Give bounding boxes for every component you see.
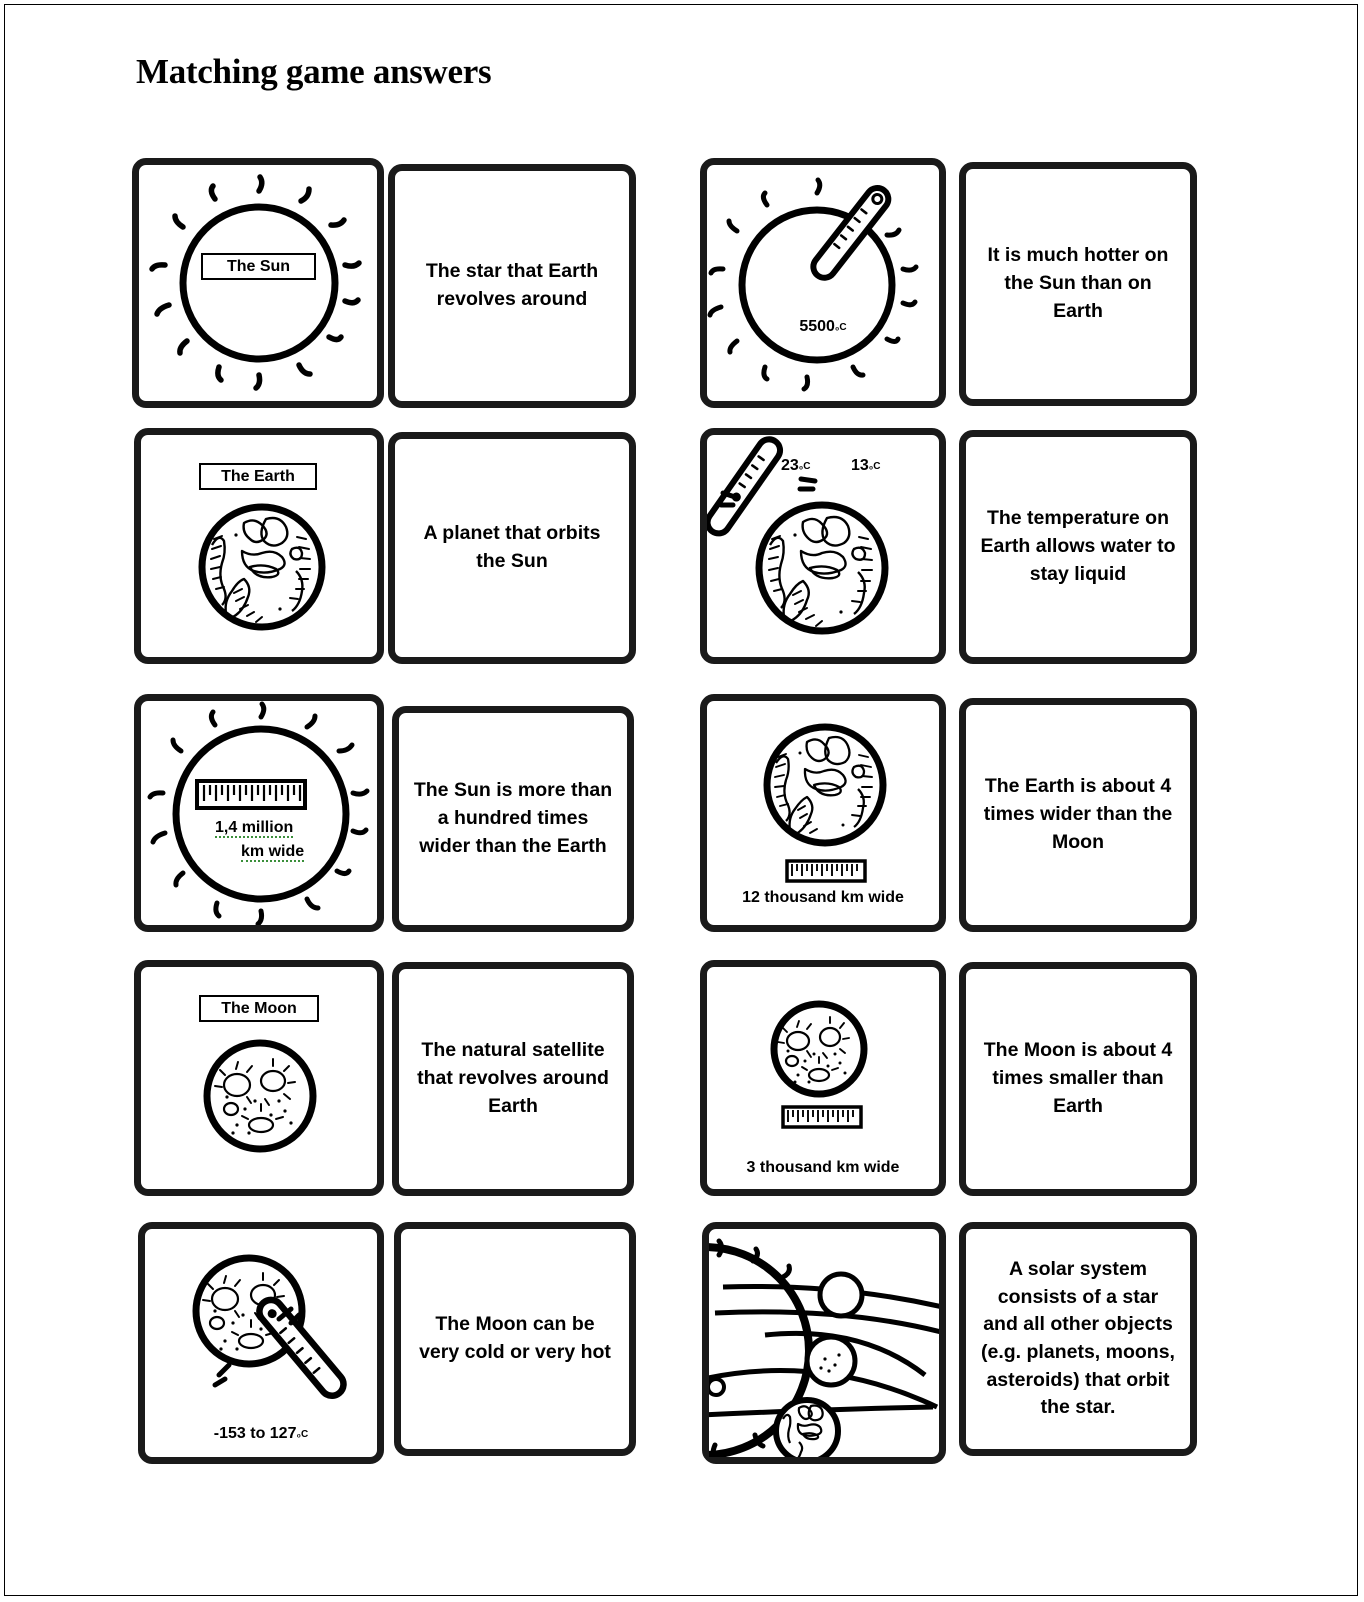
moon-temperature-fact-text: The Moon can be very cold or very hot [419, 1313, 611, 1363]
moon-label: The Moon [221, 999, 297, 1017]
moon-temperature-caption: -153 to 127₀C [145, 1425, 377, 1443]
moon-temperature-unit: ₀C [296, 1429, 309, 1440]
moon-temperature-value: -153 to 127 [213, 1425, 297, 1442]
card-sun-size-picture[interactable]: 1,4 million km wide [134, 694, 384, 932]
sun-size-fact-text: The Sun is more than a hundred times wid… [413, 779, 613, 857]
earth-size-value: 12 thousand km wide [742, 889, 904, 906]
sun-icon [149, 174, 362, 391]
card-sun-definition[interactable]: The star that Earth revolves around [388, 164, 636, 408]
page-title: Matching game answers [136, 52, 492, 91]
card-moon-definition[interactable]: The natural satellite that revolves arou… [392, 962, 634, 1196]
solar-system-icon [709, 1238, 939, 1457]
moon-label-plate: The Moon [199, 995, 319, 1022]
card-moon-temperature-picture[interactable]: -153 to 127₀C [138, 1222, 384, 1464]
earth-with-ruler-icon [763, 723, 887, 883]
earth-temperature-caption-left: 23₀C [781, 457, 811, 475]
card-earth-picture[interactable]: The Earth [134, 428, 384, 664]
sun-temperature-fact-text: It is much hotter on the Sun than on Ear… [987, 244, 1169, 322]
sun-size-caption-line2: km wide [241, 843, 305, 862]
earth-temperature-fact-text: The temperature on Earth allows water to… [980, 507, 1176, 585]
card-moon-picture[interactable]: The Moon [134, 960, 384, 1196]
moon-icon [203, 1039, 317, 1153]
earth-temperature-low-unit: ₀C [798, 461, 811, 472]
card-earth-temperature-fact[interactable]: The temperature on Earth allows water to… [959, 430, 1197, 664]
sun-label: The Sun [226, 257, 291, 275]
card-sun-picture[interactable]: The Sun [132, 158, 384, 408]
moon-with-thermometer-icon [192, 1254, 347, 1399]
earth-label-plate: The Earth [199, 463, 317, 490]
sun-temperature-caption: 5500₀C [707, 318, 939, 336]
earth-globe-icon [198, 503, 326, 631]
page-border [4, 4, 1358, 1596]
sun-definition-text: The star that Earth revolves around [425, 260, 599, 310]
earth-temperature-high-value: 13 [851, 457, 869, 474]
earth-with-thermometer-icon [707, 436, 889, 635]
card-earth-definition[interactable]: A planet that orbits the Sun [388, 432, 636, 664]
sun-with-thermometer-icon [707, 177, 919, 392]
card-sun-temperature-picture[interactable]: 5500₀C [700, 158, 946, 408]
sun-label-plate: The Sun [201, 253, 316, 280]
moon-definition-text: The natural satellite that revolves arou… [417, 1039, 609, 1117]
earth-temperature-high-unit: ₀C [868, 461, 881, 472]
earth-size-fact-text: The Earth is about 4 times wider than th… [983, 775, 1173, 853]
card-earth-size-fact[interactable]: The Earth is about 4 times wider than th… [959, 698, 1197, 932]
earth-definition-text: A planet that orbits the Sun [423, 522, 601, 572]
sun-temperature-value: 5500 [799, 318, 835, 335]
moon-size-value: 3 thousand km wide [746, 1159, 900, 1176]
moon-size-fact-text: The Moon is about 4 times smaller than E… [983, 1039, 1173, 1117]
card-sun-temperature-fact[interactable]: It is much hotter on the Sun than on Ear… [959, 162, 1197, 406]
sun-size-value: 1,4 million [215, 819, 294, 838]
earth-temperature-caption-right: 13₀C [851, 457, 881, 475]
sun-temperature-unit: ₀C [834, 322, 847, 333]
card-earth-size-picture[interactable]: 12 thousand km wide [700, 694, 946, 932]
card-moon-size-picture[interactable]: 3 thousand km wide [700, 960, 946, 1196]
card-solar-system-definition[interactable]: A solar system consists of a star and al… [959, 1222, 1197, 1456]
card-moon-temperature-fact[interactable]: The Moon can be very cold or very hot [394, 1222, 636, 1456]
sun-size-unit: km wide [241, 843, 305, 862]
solar-system-definition-text: A solar system consists of a star and al… [981, 1257, 1175, 1419]
moon-size-caption: 3 thousand km wide [707, 1159, 939, 1177]
sun-size-caption-line1: 1,4 million [215, 819, 294, 838]
earth-temperature-low-value: 23 [781, 457, 799, 474]
card-earth-temperature-picture[interactable]: 23₀C 13₀C [700, 428, 946, 664]
card-solar-system-picture[interactable] [702, 1222, 946, 1464]
earth-label: The Earth [221, 467, 295, 485]
sun-with-ruler-icon [147, 701, 370, 925]
card-sun-size-fact[interactable]: The Sun is more than a hundred times wid… [392, 706, 634, 932]
moon-with-ruler-icon [770, 1000, 868, 1129]
earth-size-caption: 12 thousand km wide [707, 889, 939, 907]
card-moon-size-fact[interactable]: The Moon is about 4 times smaller than E… [959, 962, 1197, 1196]
